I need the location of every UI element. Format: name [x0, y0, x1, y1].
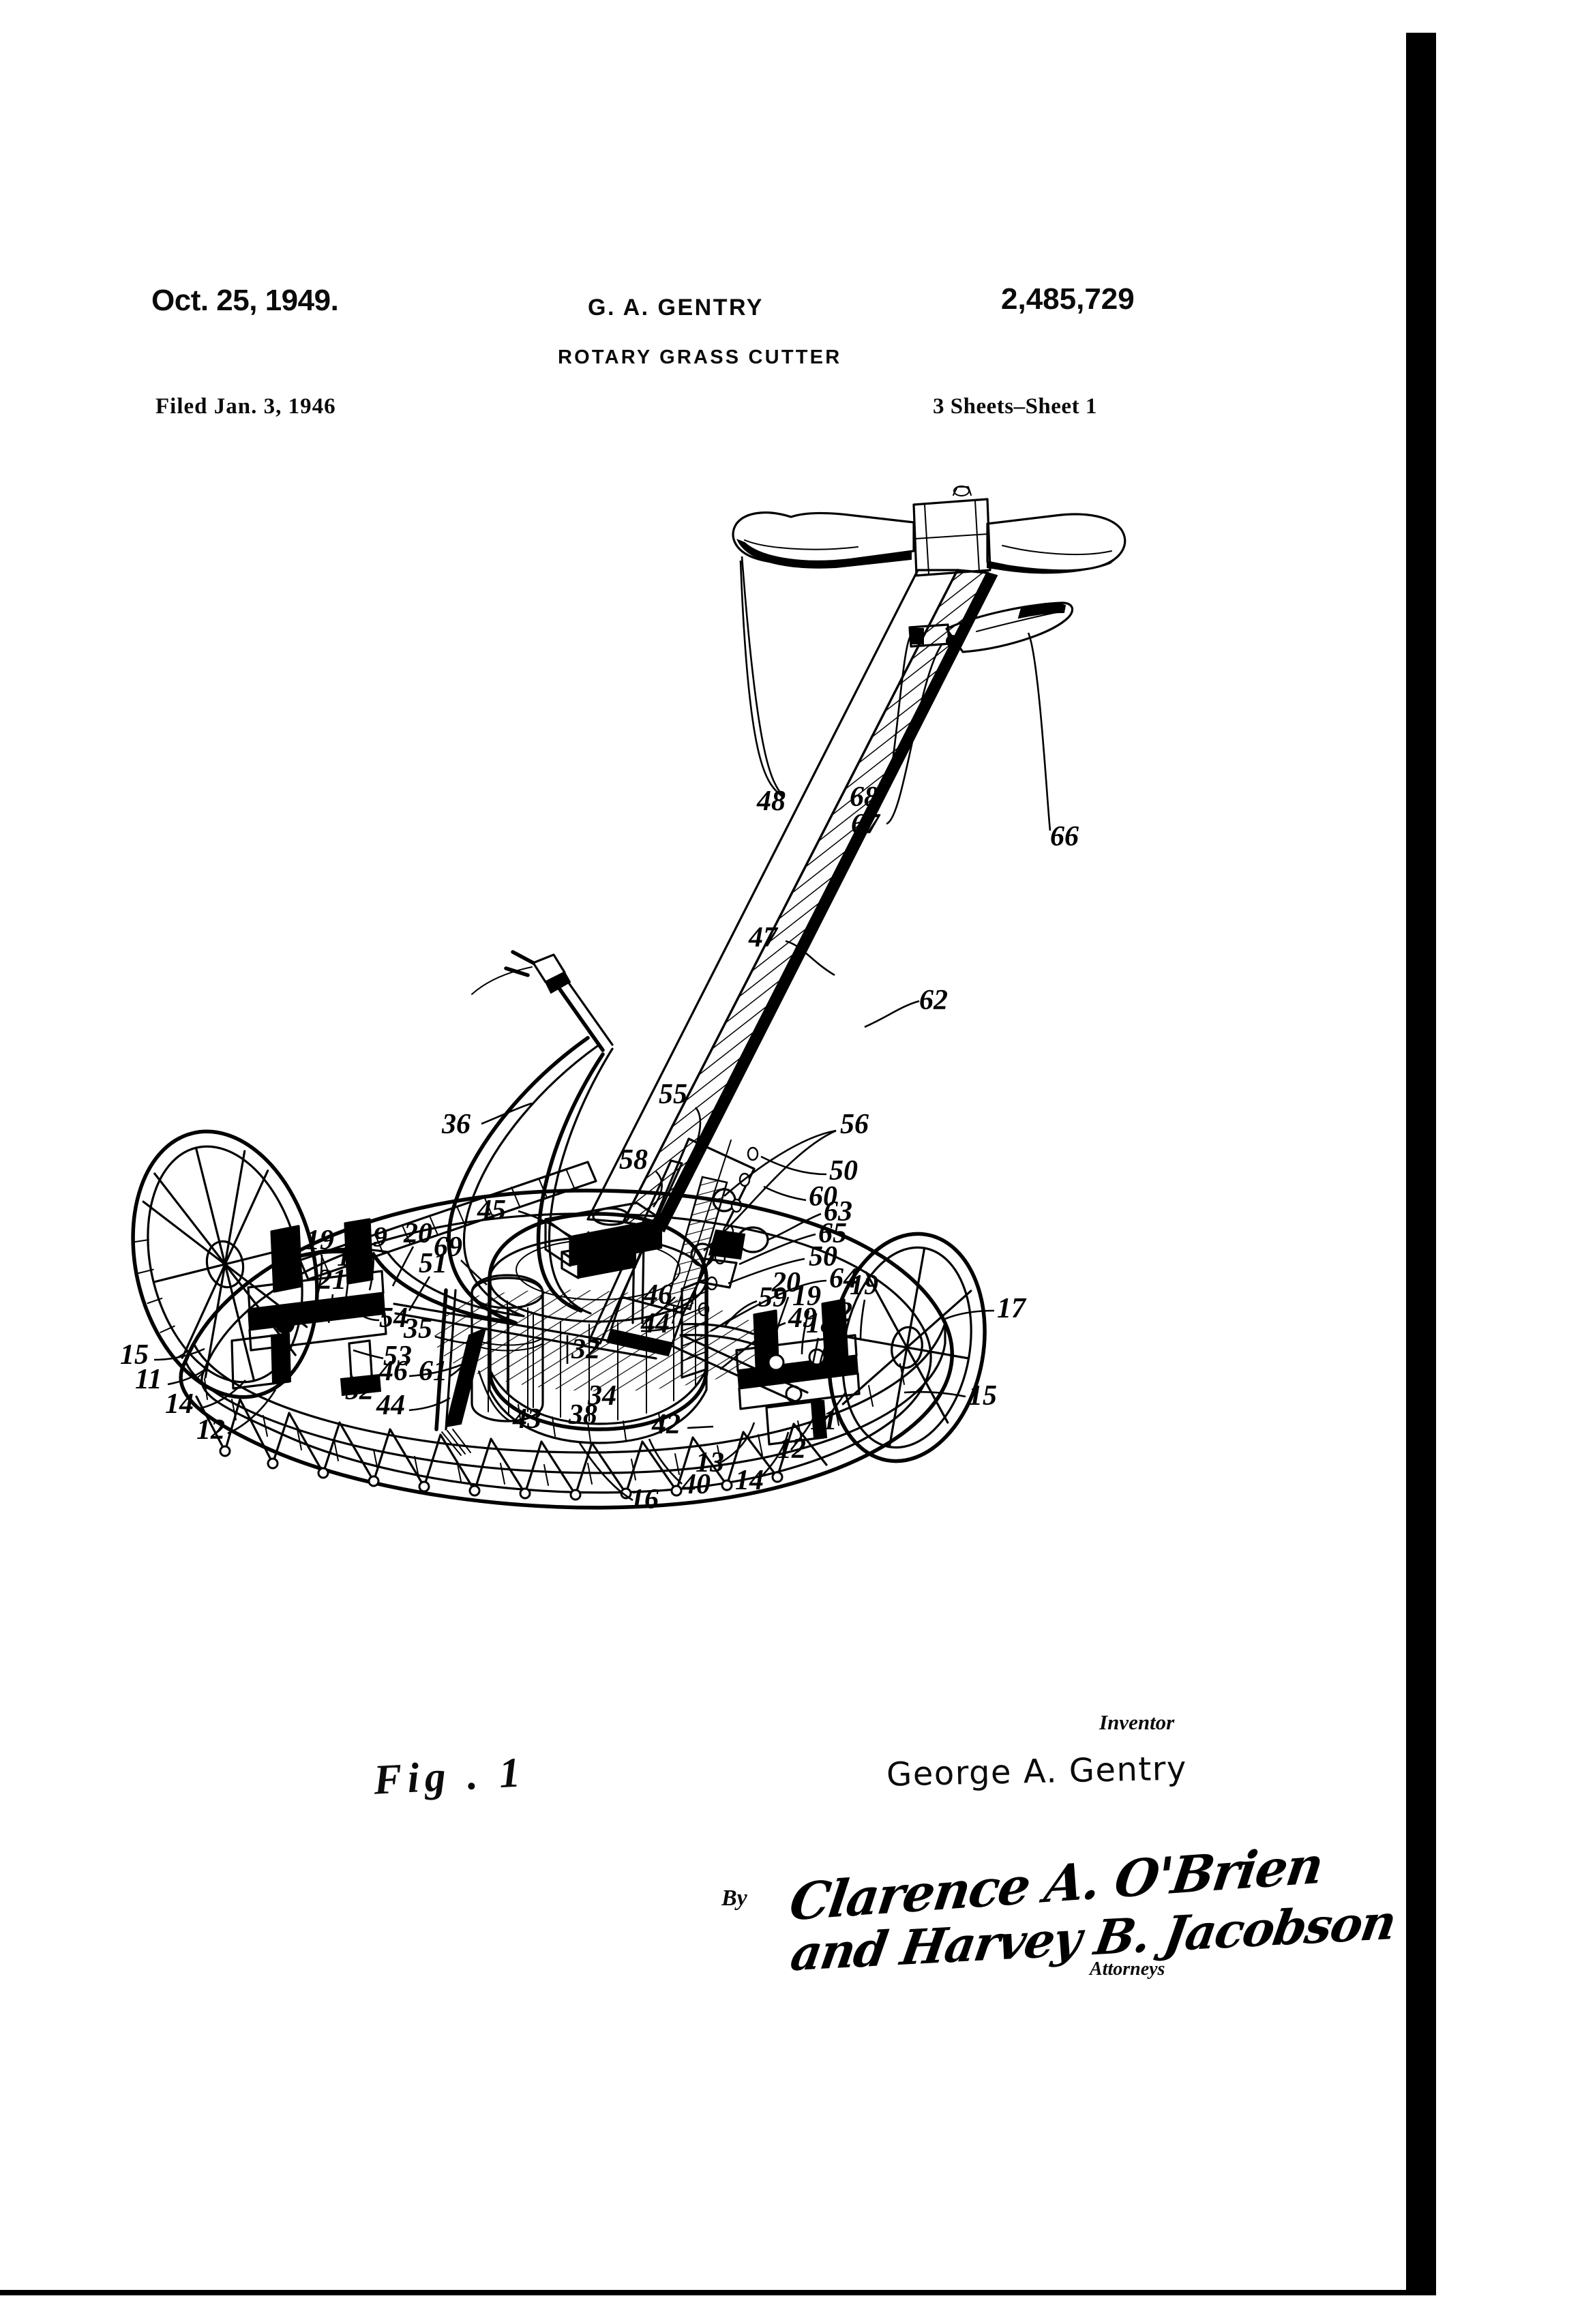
svg-text:13: 13	[696, 1447, 724, 1478]
svg-text:19: 19	[305, 1225, 334, 1256]
inventor-header: G. A. GENTRY	[588, 295, 764, 321]
svg-text:12: 12	[777, 1433, 806, 1465]
attorneys-caption: Attorneys	[1090, 1958, 1165, 1980]
svg-text:60: 60	[809, 1181, 837, 1212]
svg-text:20: 20	[403, 1218, 432, 1249]
svg-text:44: 44	[376, 1390, 405, 1421]
svg-text:15: 15	[968, 1380, 997, 1412]
svg-text:15: 15	[337, 1241, 365, 1272]
svg-text:49: 49	[788, 1302, 817, 1334]
figure-caption: Fig . 1	[372, 1749, 527, 1804]
svg-text:53: 53	[383, 1341, 412, 1372]
svg-text:38: 38	[568, 1399, 597, 1431]
svg-text:16: 16	[630, 1484, 659, 1515]
cutter-teeth	[195, 1395, 828, 1501]
svg-text:68: 68	[850, 781, 878, 813]
svg-text:62: 62	[919, 985, 948, 1016]
left-axle-bracket	[230, 1218, 387, 1397]
svg-text:47: 47	[748, 922, 779, 953]
support-struts	[393, 1227, 809, 1403]
scan-bottom-rule	[0, 2290, 1406, 2295]
svg-text:35: 35	[403, 1313, 432, 1345]
svg-text:48: 48	[756, 786, 786, 817]
control-lever	[908, 601, 1074, 653]
svg-text:12: 12	[196, 1414, 225, 1446]
svg-text:58: 58	[619, 1144, 648, 1176]
svg-text:56: 56	[840, 1109, 869, 1140]
svg-text:19: 19	[359, 1222, 387, 1253]
by-label: By	[721, 1886, 747, 1911]
filing-date: Filed Jan. 3, 1946	[155, 394, 336, 419]
svg-text:61: 61	[419, 1356, 447, 1387]
svg-text:21: 21	[317, 1264, 346, 1296]
sheet-count: 3 Sheets–Sheet 1	[933, 394, 1097, 419]
svg-text:50: 50	[809, 1241, 837, 1272]
svg-text:67: 67	[851, 809, 881, 840]
inventor-caption: Inventor	[1099, 1710, 1175, 1734]
svg-text:50: 50	[829, 1155, 858, 1187]
handle-grip-assembly	[732, 486, 1126, 577]
svg-text:36: 36	[441, 1109, 471, 1140]
svg-text:46: 46	[643, 1279, 672, 1311]
svg-text:17: 17	[997, 1293, 1027, 1324]
reference-numerals: 48 68 67 66 47 62 36 45 55	[120, 556, 1079, 1515]
svg-text:18: 18	[806, 1308, 835, 1339]
deflector-hoop	[273, 1036, 599, 1325]
svg-text:51: 51	[419, 1248, 447, 1279]
handle-shaft	[586, 569, 998, 1233]
patent-title: ROTARY GRASS CUTTER	[558, 346, 842, 368]
svg-text:65: 65	[818, 1218, 847, 1249]
svg-text:66: 66	[1050, 821, 1079, 852]
svg-text:52: 52	[345, 1375, 374, 1406]
svg-text:14: 14	[165, 1388, 194, 1420]
right-axle-bracket	[735, 1298, 861, 1446]
svg-text:44: 44	[640, 1308, 670, 1339]
svg-text:55: 55	[659, 1079, 687, 1110]
scan-edge-band	[1406, 33, 1436, 2295]
patent-number: 2,485,729	[1001, 282, 1135, 316]
svg-text:54: 54	[379, 1302, 408, 1334]
svg-text:59: 59	[758, 1282, 787, 1313]
svg-text:46: 46	[378, 1356, 408, 1387]
svg-text:43: 43	[512, 1403, 541, 1435]
svg-text:45: 45	[477, 1195, 506, 1226]
svg-text:20: 20	[771, 1267, 801, 1298]
inventor-signature: George A. Gentry	[886, 1749, 1188, 1794]
svg-text:57: 57	[585, 1234, 615, 1266]
svg-text:69: 69	[434, 1232, 462, 1263]
svg-text:11: 11	[810, 1405, 837, 1436]
svg-text:42: 42	[823, 1297, 852, 1328]
patent-date: Oct. 25, 1949.	[151, 284, 339, 317]
svg-text:19: 19	[792, 1281, 821, 1312]
svg-text:14: 14	[735, 1465, 764, 1496]
svg-text:19: 19	[850, 1270, 878, 1301]
svg-text:11: 11	[135, 1364, 162, 1395]
right-wheel	[827, 1232, 987, 1463]
svg-text:40: 40	[681, 1469, 711, 1500]
svg-text:63: 63	[824, 1196, 852, 1227]
svg-text:34: 34	[587, 1380, 616, 1412]
blade-spindle	[434, 1288, 487, 1456]
svg-text:64: 64	[829, 1263, 858, 1294]
figure-1-drawing: 48 68 67 66 47 62 36 45 55	[0, 436, 1405, 1868]
svg-text:32: 32	[571, 1334, 600, 1365]
svg-text:42: 42	[651, 1409, 681, 1440]
svg-text:15: 15	[120, 1339, 149, 1371]
